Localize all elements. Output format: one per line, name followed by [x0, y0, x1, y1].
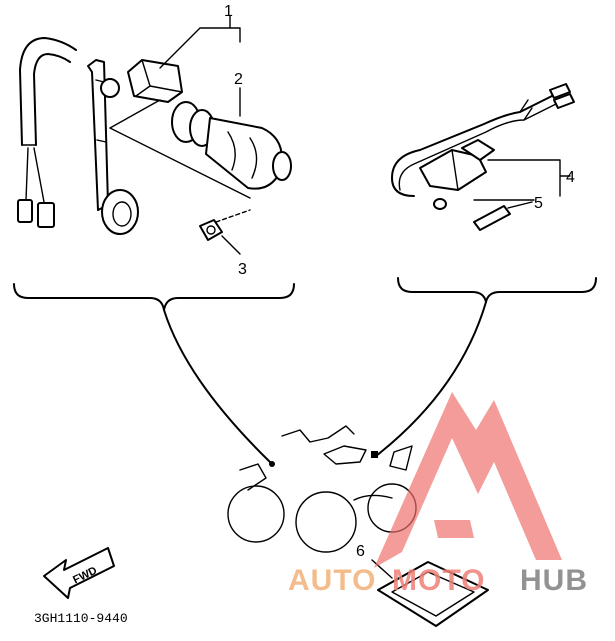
connector-left-b — [37, 202, 55, 228]
callout-5: 5 — [534, 195, 543, 212]
watermark-word-auto: AUTO — [288, 564, 376, 597]
watermark-word-moto: MOTO — [392, 564, 485, 597]
callout-6: 6 — [356, 543, 365, 560]
grommet — [101, 189, 139, 235]
location-line-right — [375, 301, 487, 457]
horn-body — [171, 101, 292, 190]
callout-2: 2 — [234, 71, 243, 88]
leader-4 — [473, 159, 571, 201]
terminal-a — [549, 83, 571, 99]
watermark-logo-icon — [374, 392, 562, 568]
callout-4: 4 — [566, 169, 575, 186]
guide-line-lower — [215, 209, 251, 223]
location-marker-right — [371, 451, 378, 458]
right-brace — [397, 277, 597, 303]
motorcycle-outline — [227, 425, 417, 553]
callout-1: 1 — [224, 3, 233, 20]
leader-5 — [507, 201, 533, 209]
location-marker-left — [269, 461, 275, 467]
watermark-word-hub: HUB — [520, 564, 588, 597]
switch-pin — [473, 205, 511, 231]
part-code: 3GH1110-9440 — [34, 611, 128, 626]
leader-1 — [159, 15, 241, 69]
forward-arrow: FWD — [43, 547, 115, 599]
watermark: AUTO MOTO HUB — [288, 392, 588, 597]
bolt — [199, 219, 223, 241]
left-brace — [13, 283, 295, 311]
cradle-eye — [100, 78, 120, 98]
cradle-detail — [135, 59, 183, 97]
leader-6 — [371, 559, 393, 579]
switch-wire-loop-inner — [398, 103, 557, 191]
leader-3 — [221, 235, 241, 255]
left-part-group — [13, 15, 295, 311]
switch-wire-loop — [391, 95, 553, 197]
harness-hose — [19, 37, 77, 146]
guide-line-upper — [109, 99, 251, 199]
callout-3: 3 — [238, 261, 247, 278]
caution-label — [377, 561, 489, 627]
brake-switch — [419, 139, 495, 210]
right-part-group — [391, 83, 597, 303]
wire-leads — [25, 147, 45, 203]
grommet-hole — [112, 201, 132, 227]
connector-left-a — [17, 199, 33, 223]
location-line-left — [163, 309, 271, 463]
terminal-b — [553, 93, 575, 109]
terminal-tabs — [519, 99, 533, 121]
